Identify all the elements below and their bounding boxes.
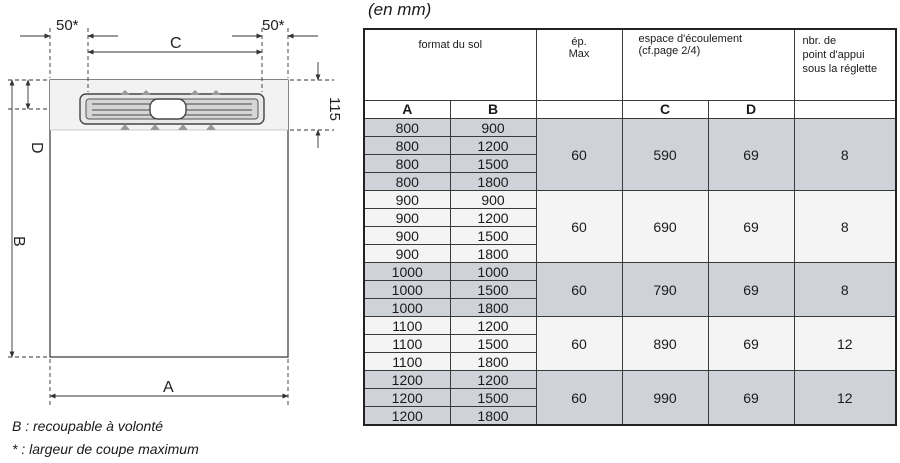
header-col-d: D xyxy=(707,100,795,119)
note-max-cut-width: * : largeur de coupe maximum xyxy=(12,441,199,457)
cell-ep: 60 xyxy=(535,118,623,191)
header-espace: espace d'écoulement(cf.page 2/4) xyxy=(621,28,795,101)
cell-ep: 60 xyxy=(535,316,623,371)
cell-a: 900 xyxy=(363,226,451,245)
dim-a: A xyxy=(163,379,174,396)
cell-b: 1000 xyxy=(449,262,537,281)
table-letter-row: A B C D xyxy=(363,100,897,119)
cell-a: 1000 xyxy=(363,298,451,317)
cell-b: 900 xyxy=(449,118,537,137)
cell-b: 1800 xyxy=(449,172,537,191)
cell-b: 1500 xyxy=(449,280,537,299)
cell-c: 790 xyxy=(621,262,709,317)
unit-label: (en mm) xyxy=(368,0,432,19)
cell-c: 590 xyxy=(621,118,709,191)
cell-b: 1500 xyxy=(449,388,537,407)
cell-d: 69 xyxy=(707,370,795,426)
cell-c: 690 xyxy=(621,190,709,263)
cell-a: 1000 xyxy=(363,262,451,281)
dim-50-left: 50* xyxy=(56,17,79,34)
table-header-row: format du sol ép.Max espace d'écoulement… xyxy=(363,28,897,101)
cell-d: 69 xyxy=(707,316,795,371)
cell-nbr: 12 xyxy=(793,370,897,426)
cell-c: 990 xyxy=(621,370,709,426)
header-ep-max: ép.Max xyxy=(535,28,623,101)
cell-b: 1500 xyxy=(449,334,537,353)
cell-nbr: 8 xyxy=(793,262,897,317)
header-col-c: C xyxy=(621,100,709,119)
dimensions-table: format du sol ép.Max espace d'écoulement… xyxy=(363,28,897,426)
cell-c: 890 xyxy=(621,316,709,371)
cell-a: 1100 xyxy=(363,316,451,335)
cell-b: 1200 xyxy=(449,208,537,227)
cell-a: 800 xyxy=(363,136,451,155)
shower-tray-drawing: 50* C 50* 115 D B A xyxy=(8,17,343,406)
cell-a: 800 xyxy=(363,154,451,173)
cell-b: 1800 xyxy=(449,406,537,426)
cell-b: 1800 xyxy=(449,352,537,371)
cell-a: 800 xyxy=(363,118,451,137)
cell-d: 69 xyxy=(707,118,795,191)
cell-b: 1500 xyxy=(449,154,537,173)
cell-a: 900 xyxy=(363,190,451,209)
header-format: format du sol xyxy=(363,28,537,101)
cell-a: 1100 xyxy=(363,352,451,371)
cell-b: 1500 xyxy=(449,226,537,245)
dim-115: 115 xyxy=(326,97,343,121)
note-b-cuttable: B : recoupable à volonté xyxy=(12,418,163,434)
cell-a: 1200 xyxy=(363,406,451,426)
cell-a: 800 xyxy=(363,172,451,191)
cell-b: 1200 xyxy=(449,316,537,335)
dim-b: B xyxy=(10,236,27,247)
cell-a: 900 xyxy=(363,244,451,263)
cell-nbr: 12 xyxy=(793,316,897,371)
header-col-b: B xyxy=(449,100,537,119)
cell-ep: 60 xyxy=(535,370,623,426)
cell-a: 1200 xyxy=(363,370,451,389)
header-col-a: A xyxy=(363,100,451,119)
cell-nbr: 8 xyxy=(793,190,897,263)
dim-50-right: 50* xyxy=(262,17,285,34)
cell-a: 1000 xyxy=(363,280,451,299)
dim-c: C xyxy=(170,35,182,52)
cell-a: 900 xyxy=(363,208,451,227)
cell-a: 1100 xyxy=(363,334,451,353)
cell-b: 1200 xyxy=(449,370,537,389)
cell-d: 69 xyxy=(707,190,795,263)
cell-b: 1200 xyxy=(449,136,537,155)
cell-a: 1200 xyxy=(363,388,451,407)
header-col-nbr-empty xyxy=(793,100,897,119)
cell-ep: 60 xyxy=(535,262,623,317)
cell-d: 69 xyxy=(707,262,795,317)
drain-channel xyxy=(79,90,265,130)
cell-nbr: 8 xyxy=(793,118,897,191)
cell-b: 1800 xyxy=(449,244,537,263)
cell-ep: 60 xyxy=(535,190,623,263)
header-col-ep-empty xyxy=(535,100,623,119)
cell-b: 1800 xyxy=(449,298,537,317)
dim-d: D xyxy=(28,142,45,154)
cell-b: 900 xyxy=(449,190,537,209)
